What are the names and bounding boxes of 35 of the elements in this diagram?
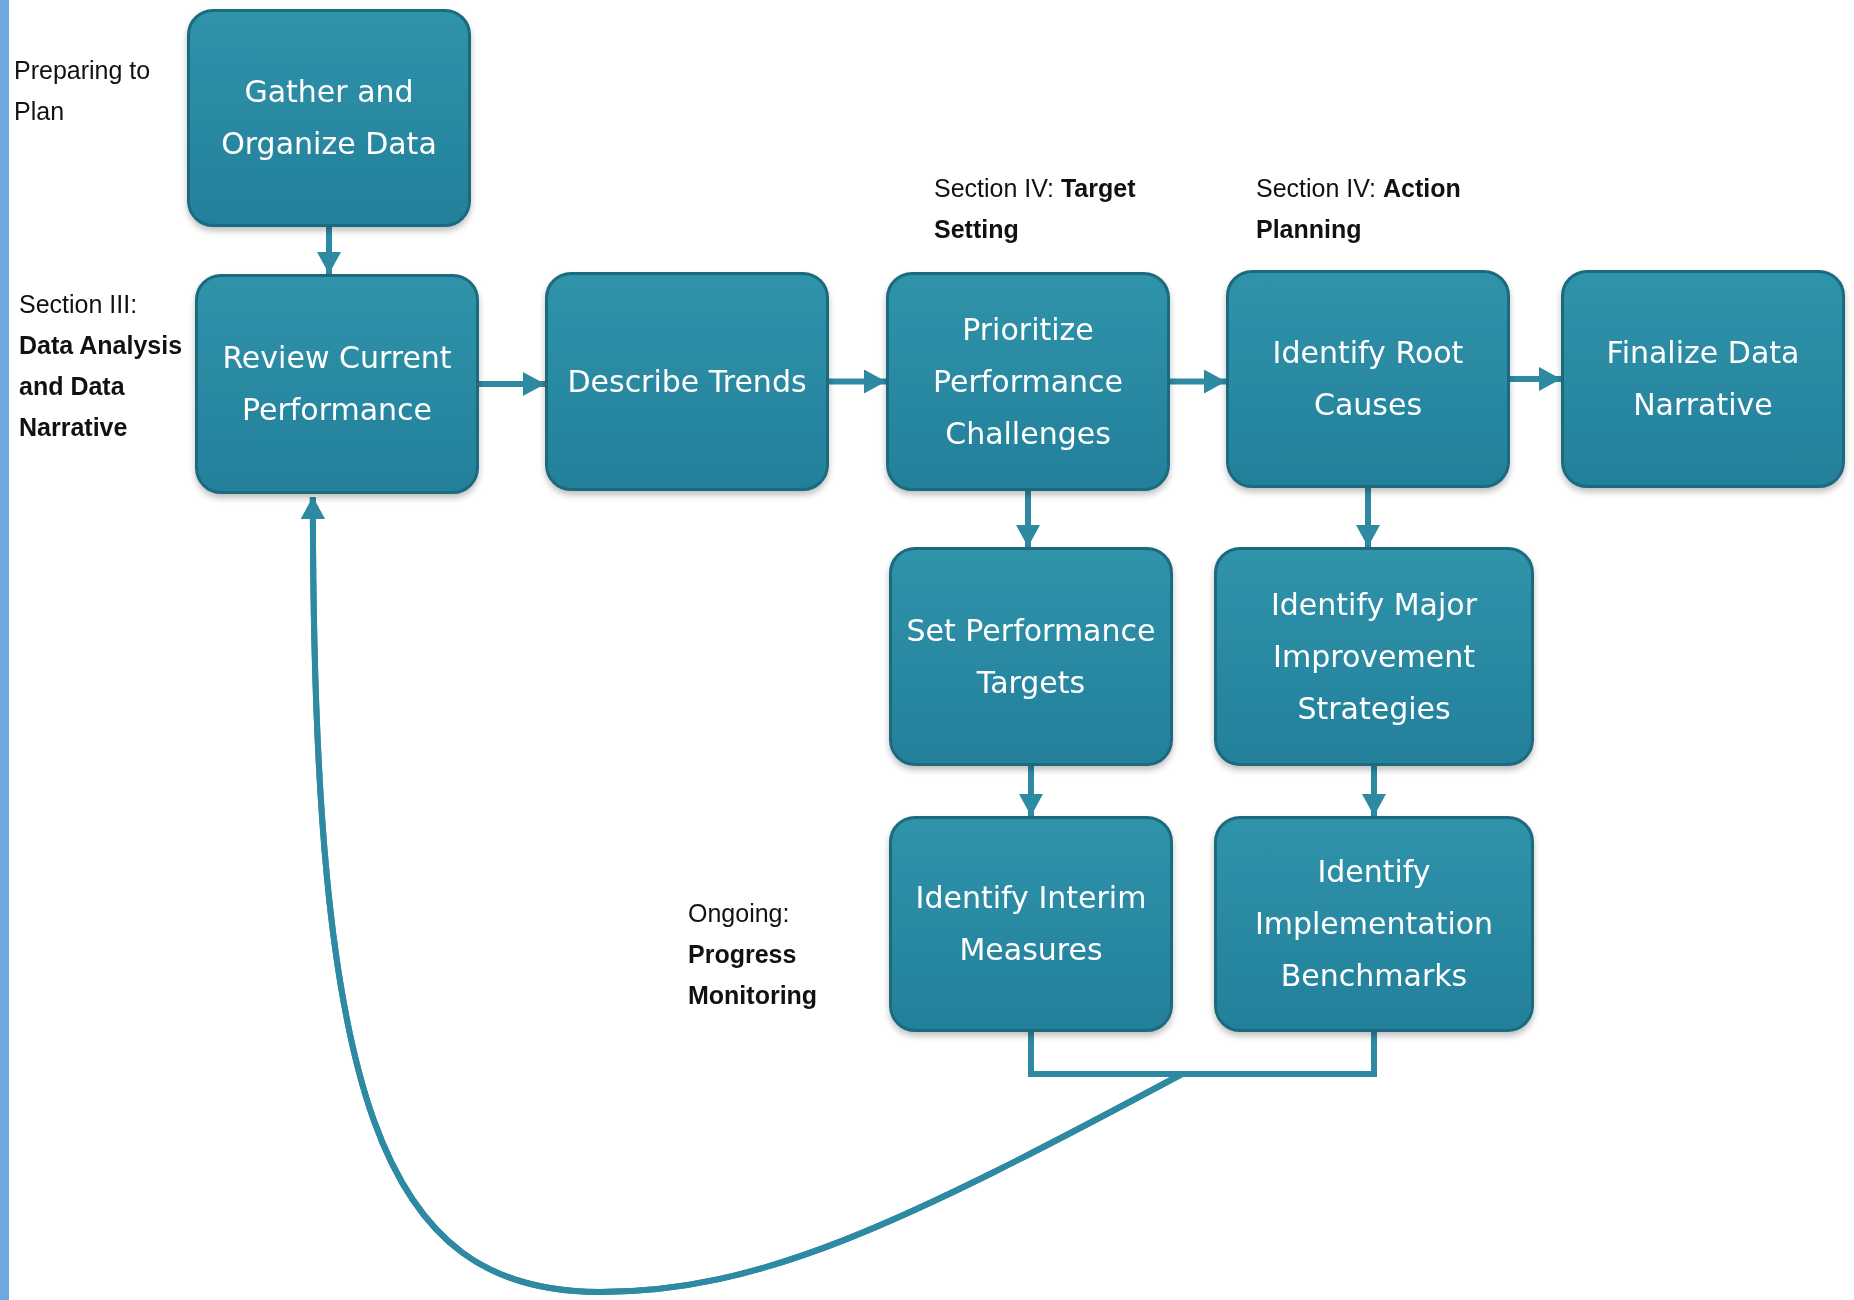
step-label: Set Performance Targets [905,611,1157,702]
process-box [1561,270,1845,488]
step-label: Identify Major Improvement Strategies [1269,585,1479,728]
process-box [1214,816,1534,1032]
arrow [1170,369,1226,394]
arrow [301,496,1377,1295]
arrow [317,227,341,274]
process-box [545,272,829,491]
step-label: Identify Implementation Benchmarks [1253,853,1495,995]
process-box [886,272,1170,491]
arrow [829,369,886,394]
process-box [889,816,1173,1032]
step-label: Finalize Data Narrative [1605,334,1801,424]
process-box [1214,547,1534,766]
arrow [1510,367,1561,391]
arrow [479,372,545,396]
process-box [195,274,479,494]
process-box [1226,270,1510,488]
step-label: Prioritize Performance Challenges [931,310,1125,453]
step-label: Identify Root Causes [1271,334,1465,424]
arrow [1019,766,1043,816]
arrow [1016,491,1040,547]
step-label: Identify Interim Measures [914,879,1148,969]
arrow [1356,488,1380,547]
section-label: Section III: Data Analysis and Data Narrative [19,289,184,443]
step-label: Describe Trends [566,362,808,401]
section-label: Section IV: Target Setting [934,173,1137,245]
step-label: Gather and Organize Data [220,73,438,163]
step-label: Review Current Performance [221,339,453,429]
section-label: Ongoing: Progress Monitoring [688,898,819,1011]
section-label: Section IV: Action Planning [1256,173,1462,245]
process-box [187,9,471,227]
arrow [1362,766,1386,816]
process-box [889,547,1173,766]
section-label: Preparing to Plan [14,55,152,127]
